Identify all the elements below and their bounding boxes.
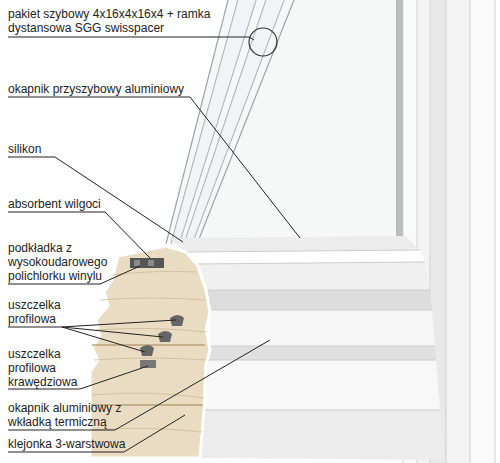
spacer-bar bbox=[396, 0, 403, 238]
seal-profile bbox=[140, 345, 154, 356]
edge-seal bbox=[140, 360, 156, 368]
part-label: uszczelka profilowa krawędziowa bbox=[8, 347, 86, 389]
part-label: klejonka 3-warstwowa bbox=[8, 437, 148, 451]
leader-line bbox=[62, 320, 176, 327]
part-label: podkładka z wysokoudarowego polichlorku … bbox=[8, 241, 126, 283]
leader-lines bbox=[8, 37, 300, 452]
part-label: pakiet szybowy 4x16x4x16x4 + ramka dysta… bbox=[8, 7, 248, 35]
leader-line bbox=[8, 97, 300, 238]
leader-line bbox=[62, 327, 145, 352]
leader-line bbox=[8, 157, 183, 242]
part-label: okapnik przyszybowy aluminiowy bbox=[8, 82, 238, 96]
bottom-rail bbox=[170, 236, 445, 460]
part-label: silikon bbox=[8, 142, 108, 156]
part-label: okapnik aluminiowy z wkładką termiczną bbox=[8, 401, 130, 429]
part-label: absorbent wilgoci bbox=[8, 197, 148, 211]
part-label: uszczelka profilowa bbox=[8, 298, 78, 326]
leader-line bbox=[8, 340, 270, 430]
leader-line bbox=[8, 327, 62, 328]
glazing-pad bbox=[130, 258, 164, 268]
detail-circle bbox=[249, 28, 277, 56]
leader-line bbox=[8, 37, 254, 40]
wood-section bbox=[90, 246, 210, 458]
